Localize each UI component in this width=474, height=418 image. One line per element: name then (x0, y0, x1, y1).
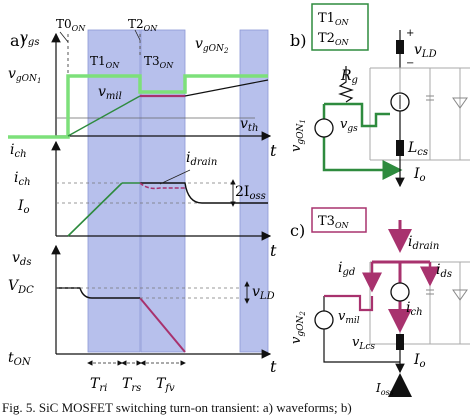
phase-label-t1: T1ON (90, 54, 120, 70)
mosfet-body-c (369, 261, 470, 345)
t0-pointer (59, 31, 69, 43)
igd-label: igd (338, 260, 355, 278)
diode-c (452, 289, 468, 301)
t-label-2: t (270, 241, 277, 260)
lcs-label-b: Lcs (407, 140, 428, 158)
vdc-label: VDC (8, 278, 34, 296)
capacitor-c (426, 289, 434, 295)
vgon1-source (314, 118, 334, 138)
vld-plus: + (406, 28, 414, 39)
ton-label: tON (8, 350, 32, 368)
panel-c-box (311, 207, 367, 233)
panel-a-waveforms: a) T0ON T2ON T1ON T3ON vgs vgON1 vgON2 v… (8, 17, 277, 394)
ids-label: ids (436, 262, 452, 280)
panel-b-circuit: b) T1ON T2ON + − vLD Rg vgs vgON1 Lcs Io (289, 3, 470, 188)
vds-axis-label: vds (12, 250, 31, 268)
box-label-t1: T1ON (318, 11, 350, 27)
box-label-t3: T3ON (318, 214, 350, 230)
phase-label-t0: T0ON (56, 17, 86, 33)
idrain-label: idrain (186, 150, 217, 168)
panel-a-label: a) (10, 31, 26, 50)
phase-label-t3: T3ON (144, 54, 174, 70)
idrain-label-c: idrain (408, 234, 439, 252)
tri-label: Tri (90, 376, 107, 394)
vld-minus: − (406, 58, 414, 69)
panel-c-label: c) (290, 221, 305, 240)
ich-axis-label: ich (10, 142, 27, 160)
ioss-label: 2Ioss (235, 184, 266, 202)
ich-label-c: ich (406, 300, 423, 318)
rg-resistor (338, 66, 354, 103)
ld-inductor (396, 40, 404, 54)
vds-fall (139, 297, 186, 353)
gate-loop-c (323, 296, 400, 363)
t-label-3: t (270, 357, 277, 376)
vgon2-source (314, 310, 334, 330)
vgs-axis-label: vgs (20, 30, 39, 48)
vth-label: vth (240, 116, 258, 134)
current-source-c (390, 282, 410, 302)
trs-label: Trs (122, 376, 141, 394)
panel-b-label: b) (290, 31, 306, 50)
panel-c-circuit: c) T3ON idrain igd ids ich vmil vgON2 vL… (289, 207, 470, 397)
vgs-rise (67, 95, 141, 137)
phase-label-t2: T2ON (128, 17, 158, 33)
vmil-label-c: vmil (338, 309, 360, 326)
idrain-trace (140, 182, 268, 204)
vlcs-label: vLcs (352, 335, 375, 352)
vmil-label: vmil (98, 84, 122, 102)
vgon1-label-b: vgON1 (289, 119, 307, 152)
vgs-trace (8, 74, 268, 139)
vgon2-label: vgON2 (195, 36, 229, 55)
t-label-1: t (270, 141, 277, 160)
vld-label-b: vLD (414, 42, 437, 60)
band-t3-on (140, 29, 186, 353)
lcs-inductor-b (396, 140, 404, 156)
tfv-label: Tfv (156, 376, 175, 394)
vgs-label-b: vgs (340, 117, 358, 134)
rg-label: Rg (340, 68, 358, 86)
gate-loop-top (324, 102, 390, 128)
io-label-c: Io (413, 352, 426, 370)
io-label-b: Io (413, 166, 426, 184)
vmil-loop (324, 294, 374, 312)
box-label-t2: T2ON (318, 31, 350, 47)
ich-dip (139, 182, 186, 190)
ich-level-label: ich (14, 170, 31, 188)
vgon1-label: vgON1 (8, 66, 41, 85)
figure-caption: Fig. 5. SiC MOSFET switching turn-on tra… (2, 400, 352, 415)
ioss-label-c: Ioss (375, 381, 394, 397)
ich-rise (67, 182, 123, 237)
vgs-final-rise (184, 79, 269, 97)
lcs-inductor-c (396, 334, 404, 350)
t2-pointer (134, 29, 141, 41)
diode-b (452, 97, 468, 109)
io-level-label: Io (17, 198, 30, 216)
panel-b-box (311, 3, 369, 51)
vgon2-label-c: vgON2 (289, 311, 307, 344)
idrain-pointer (159, 169, 191, 185)
vld-label-a: vLD (252, 284, 275, 302)
capacitor-b (426, 95, 434, 101)
